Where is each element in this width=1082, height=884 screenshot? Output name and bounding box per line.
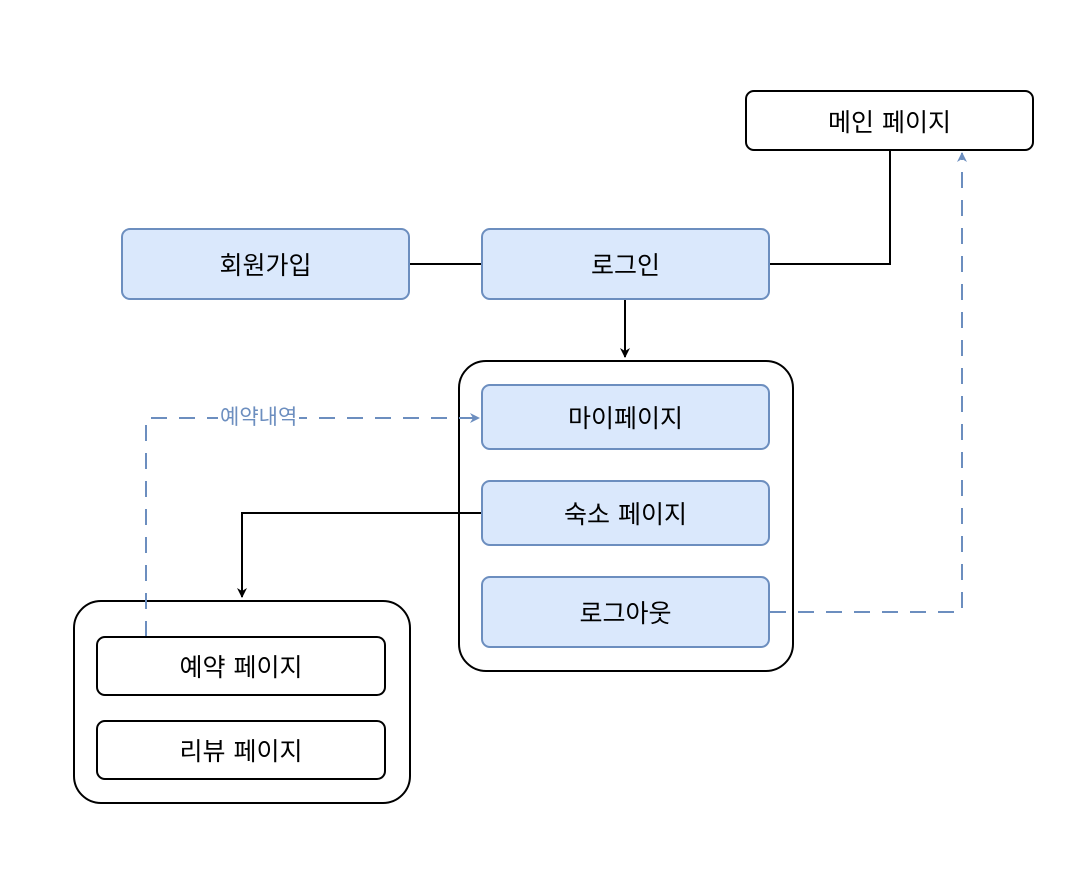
- edge-lodging-booking: [237, 512, 482, 598]
- login-node[interactable]: 로그인: [481, 228, 770, 300]
- login-label: 로그인: [590, 251, 660, 280]
- mypage-node[interactable]: 마이페이지: [481, 384, 770, 450]
- review-page-node[interactable]: 리뷰 페이지: [96, 720, 386, 780]
- signup-node[interactable]: 회원가입: [121, 228, 410, 300]
- lodging-page-node[interactable]: 숙소 페이지: [481, 480, 770, 546]
- logout-label: 로그아웃: [579, 599, 672, 628]
- review-page-label: 리뷰 페이지: [179, 737, 303, 766]
- reservation-page-node[interactable]: 예약 페이지: [96, 636, 386, 696]
- main-page-node[interactable]: 메인 페이지: [745, 90, 1034, 151]
- edge-reservation-mypage: [145, 413, 480, 637]
- signup-label: 회원가입: [219, 251, 312, 280]
- edge-logout-main: [770, 152, 967, 613]
- main-page-label: 메인 페이지: [828, 107, 951, 137]
- logout-node[interactable]: 로그아웃: [481, 576, 770, 648]
- reservation-page-label: 예약 페이지: [179, 653, 303, 682]
- lodging-page-label: 숙소 페이지: [564, 500, 687, 529]
- edge-login-main: [770, 150, 891, 265]
- edge-label-reservation-history: 예약내역: [218, 405, 300, 429]
- mypage-label: 마이페이지: [567, 404, 683, 433]
